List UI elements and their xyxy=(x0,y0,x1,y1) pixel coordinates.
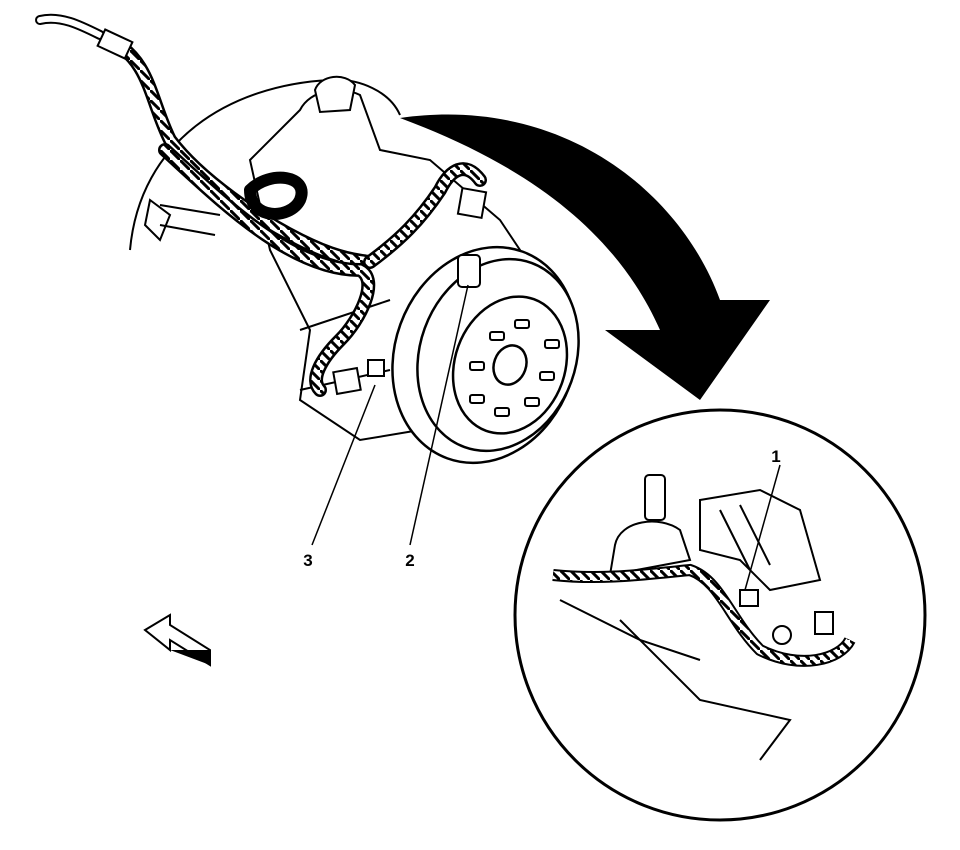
leader-lines xyxy=(311,284,781,591)
lug-stud xyxy=(544,339,560,349)
bracket-left xyxy=(143,198,172,242)
leader-line-1 xyxy=(744,464,781,591)
harness-tail-inner xyxy=(37,15,103,38)
inset-bolt xyxy=(772,625,792,645)
wheel-hub-icon xyxy=(391,245,580,465)
housing-line-3 xyxy=(159,204,221,216)
lug-studs xyxy=(469,319,560,417)
inset-circle xyxy=(513,408,927,822)
harness-loop xyxy=(244,171,308,220)
lug-stud xyxy=(539,371,555,381)
lug-stud xyxy=(489,331,505,341)
connector-icon xyxy=(456,186,488,220)
front-arrow-shadow xyxy=(170,650,210,665)
lug-stud xyxy=(469,394,485,404)
lug-stud xyxy=(494,407,510,417)
inset-frame-left xyxy=(559,599,701,661)
connector-icon xyxy=(332,366,362,396)
hub-center xyxy=(492,344,528,386)
callout-label-2: 2 xyxy=(405,551,414,570)
harness-branch-upper-inner xyxy=(365,164,485,267)
inset-bracket xyxy=(699,488,822,592)
wiring-harness-icon xyxy=(35,13,487,397)
main-assembly xyxy=(129,75,522,442)
inset-hub-shape xyxy=(608,520,692,577)
detail-inset xyxy=(513,408,927,822)
curved-arrow-icon xyxy=(400,114,770,401)
housing-line-4 xyxy=(159,224,216,236)
leader-line-3 xyxy=(311,384,376,546)
sensor-mount xyxy=(457,254,481,288)
assembly-outline-arc xyxy=(129,78,401,251)
connectors xyxy=(96,28,488,396)
harness-branch-lower-inner xyxy=(160,145,373,395)
inset-line-1 xyxy=(719,509,751,571)
inset-line-2 xyxy=(739,504,771,566)
connector-icon xyxy=(96,28,134,60)
lug-stud xyxy=(514,319,530,329)
inset-shaft xyxy=(644,474,666,521)
lug-stud xyxy=(469,361,485,371)
callout-label-1: 1 xyxy=(771,447,780,466)
harness-main-run-inner xyxy=(105,35,375,267)
lug-stud xyxy=(524,397,540,407)
inset-connector xyxy=(739,589,759,607)
inset-frame-bottom xyxy=(619,619,792,761)
housing-top-cap xyxy=(313,75,357,114)
inset-connector-2 xyxy=(814,611,834,635)
front-direction-arrow-icon xyxy=(143,613,211,667)
callout-label-3: 3 xyxy=(303,551,312,570)
housing-line-1 xyxy=(299,299,391,331)
leader-line-2 xyxy=(409,284,469,546)
inset-harness-inner xyxy=(552,565,854,665)
connector-icon xyxy=(367,359,385,377)
